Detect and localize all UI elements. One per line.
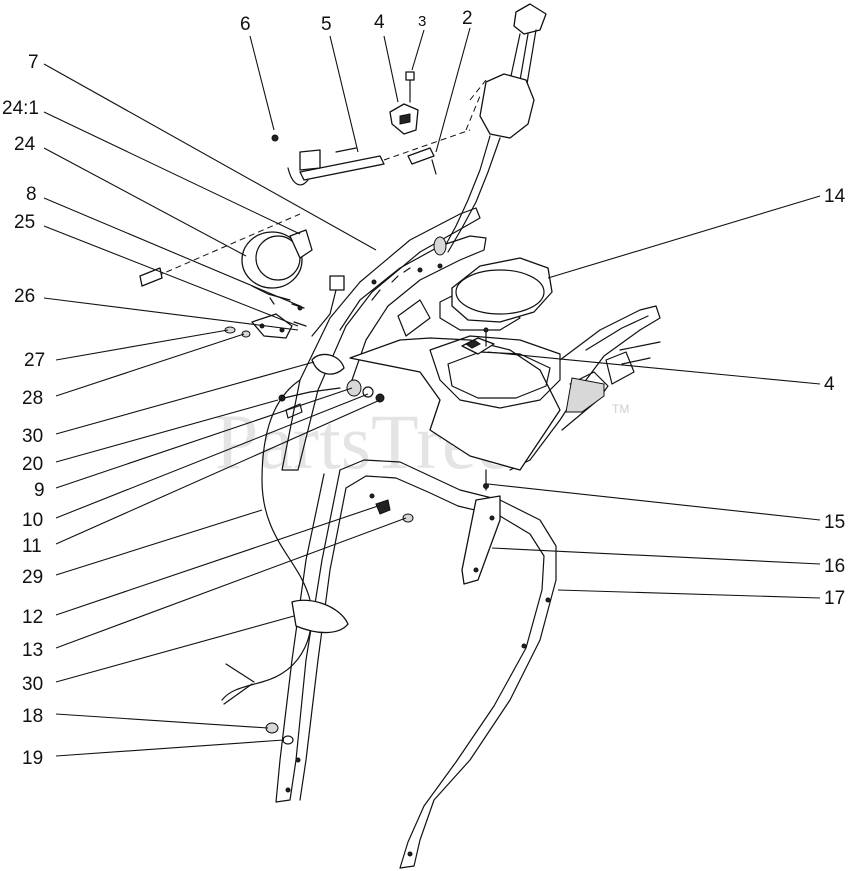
mounting-rod bbox=[271, 129, 471, 186]
callout-6: 6 bbox=[240, 14, 251, 35]
callout-10: 10 bbox=[22, 510, 43, 531]
callout-16: 16 bbox=[824, 556, 845, 577]
callout-30-lower: 30 bbox=[22, 674, 43, 695]
cable-harness bbox=[221, 353, 349, 705]
panel-bracket bbox=[461, 327, 495, 355]
callout-7: 7 bbox=[28, 52, 39, 73]
leader-lines bbox=[43, 27, 821, 757]
handle-bracket bbox=[461, 469, 501, 585]
callout-19: 19 bbox=[22, 748, 43, 769]
callout-12: 12 bbox=[22, 607, 43, 628]
callout-25: 25 bbox=[14, 212, 35, 233]
lower-right-handle bbox=[399, 499, 557, 869]
chute-cover bbox=[451, 257, 553, 323]
callout-20: 20 bbox=[22, 454, 43, 475]
watermark-trademark: TM bbox=[612, 402, 629, 416]
callout-27: 27 bbox=[24, 350, 45, 371]
callout-30-upper: 30 bbox=[22, 426, 43, 447]
callout-labels: 6 5 4 3 2 7 24:1 24 8 25 26 27 28 30 20 … bbox=[2, 8, 846, 769]
dash-panel bbox=[349, 291, 561, 471]
callout-11: 11 bbox=[22, 536, 42, 557]
callout-3: 3 bbox=[418, 13, 426, 30]
callout-4-top: 4 bbox=[374, 12, 385, 33]
callout-17: 17 bbox=[824, 588, 845, 609]
callout-2: 2 bbox=[462, 8, 473, 29]
light-cable-assembly bbox=[433, 3, 547, 256]
right-handle-grip bbox=[509, 305, 661, 471]
callout-15: 15 bbox=[824, 512, 845, 533]
callout-24: 24 bbox=[14, 134, 36, 155]
callout-13: 13 bbox=[22, 640, 43, 661]
callout-8: 8 bbox=[26, 184, 37, 205]
callout-24-1: 24:1 bbox=[2, 98, 39, 119]
headlight bbox=[139, 213, 313, 301]
knob-and-nut bbox=[375, 499, 414, 523]
callout-28: 28 bbox=[22, 388, 43, 409]
callout-18: 18 bbox=[22, 706, 43, 727]
callout-26: 26 bbox=[14, 286, 35, 307]
callout-5: 5 bbox=[321, 14, 332, 35]
callout-29: 29 bbox=[22, 567, 43, 588]
callout-4-right: 4 bbox=[824, 374, 835, 395]
clip-and-screw bbox=[389, 71, 419, 135]
callout-14: 14 bbox=[824, 186, 846, 207]
callout-9: 9 bbox=[34, 480, 45, 501]
